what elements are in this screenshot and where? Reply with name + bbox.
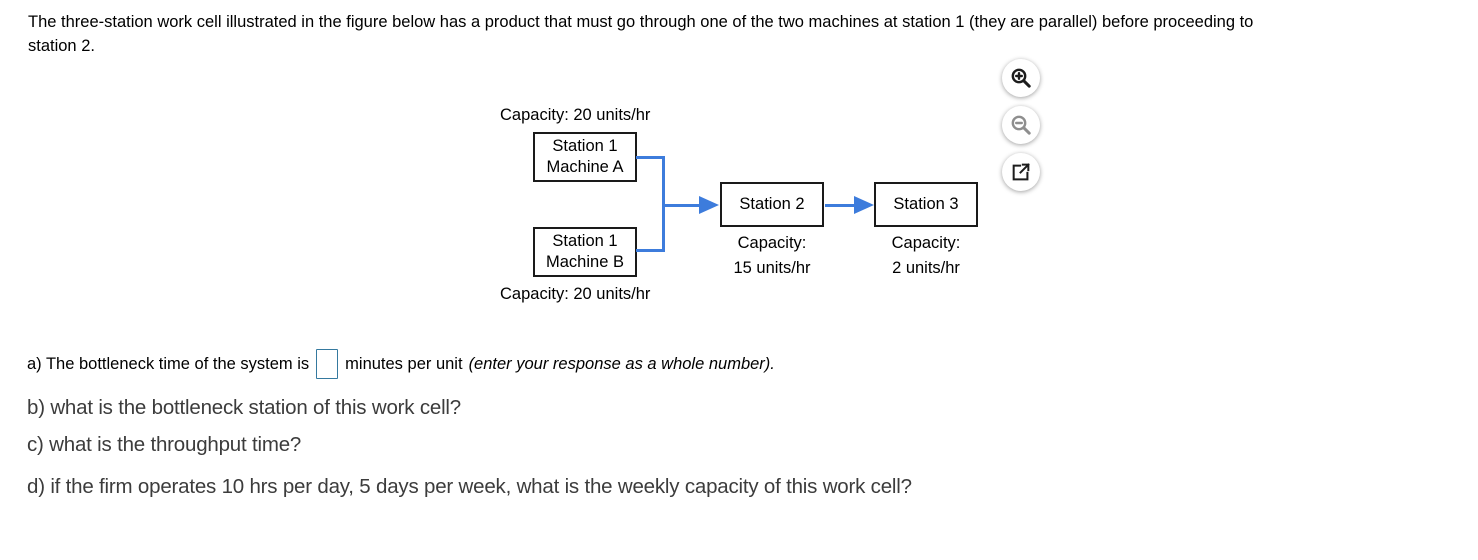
work-cell-diagram: Capacity: 20 units/hr Station 1 Machine … bbox=[0, 0, 1000, 320]
station2-capacity-line2: 15 units/hr bbox=[733, 259, 811, 277]
station1-machine-b-line1: Station 1 bbox=[552, 232, 618, 250]
station1-machine-a-box: Station 1 Machine A bbox=[533, 132, 637, 182]
intro-line-1: The three-station work cell illustrated … bbox=[28, 13, 1254, 31]
question-c: c) what is the throughput time? bbox=[27, 433, 302, 456]
station3-capacity-line1: Capacity: bbox=[891, 234, 961, 252]
zoom-out-button[interactable] bbox=[1002, 106, 1040, 144]
question-a-hint: (enter your response as a whole number). bbox=[468, 354, 775, 373]
station1-machine-b-line2: Machine B bbox=[546, 253, 624, 271]
question-a-suffix: minutes per unit bbox=[345, 354, 463, 373]
arrowhead-to-station3-icon bbox=[854, 196, 874, 214]
capacity-label-machine-b: Capacity: 20 units/hr bbox=[500, 285, 651, 303]
external-link-icon bbox=[1010, 161, 1032, 183]
station1-machine-a-line2: Machine A bbox=[546, 158, 624, 176]
station3-capacity-line2: 2 units/hr bbox=[892, 259, 960, 277]
zoom-out-icon bbox=[1009, 113, 1033, 137]
zoom-in-button[interactable] bbox=[1002, 59, 1040, 97]
intro-line-2: station 2. bbox=[28, 37, 95, 55]
connector-machine-b-stub bbox=[636, 249, 665, 252]
open-in-new-window-button[interactable] bbox=[1002, 153, 1040, 191]
station1-machine-b-box: Station 1 Machine B bbox=[533, 227, 637, 277]
question-a-row: a) The bottleneck time of the system is … bbox=[27, 349, 775, 379]
arrowhead-to-station2-icon bbox=[699, 196, 719, 214]
station2-label: Station 2 bbox=[739, 195, 805, 213]
connector-to-station3-line bbox=[825, 204, 855, 207]
capacity-label-machine-a: Capacity: 20 units/hr bbox=[500, 106, 651, 124]
question-a-prefix: a) The bottleneck time of the system is bbox=[27, 354, 310, 373]
question-d: d) if the firm operates 10 hrs per day, … bbox=[27, 475, 912, 498]
question-intro: The three-station work cell illustrated … bbox=[28, 10, 1253, 58]
bottleneck-time-input[interactable] bbox=[316, 349, 339, 379]
connector-machine-a-stub bbox=[636, 156, 665, 159]
zoom-in-icon bbox=[1009, 66, 1033, 90]
station3-box: Station 3 bbox=[874, 182, 978, 227]
station2-box: Station 2 bbox=[720, 182, 824, 227]
question-b: b) what is the bottleneck station of thi… bbox=[27, 396, 461, 419]
station1-machine-a-line1: Station 1 bbox=[552, 137, 618, 155]
station2-capacity-line1: Capacity: bbox=[737, 234, 807, 252]
connector-to-station2-line bbox=[662, 204, 700, 207]
station3-label: Station 3 bbox=[893, 195, 959, 213]
